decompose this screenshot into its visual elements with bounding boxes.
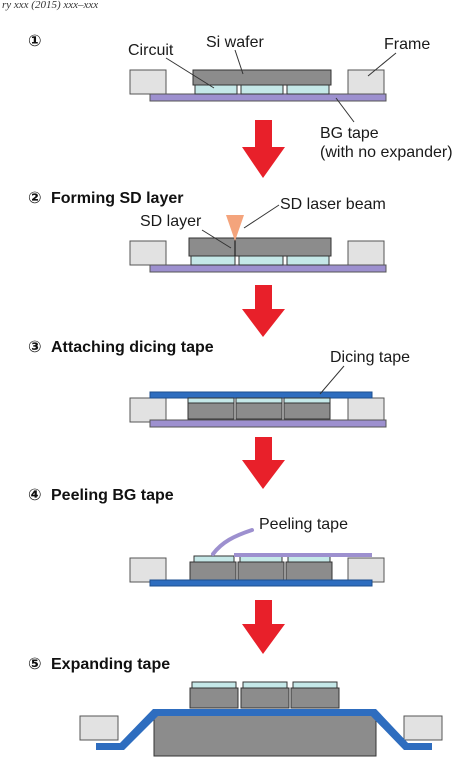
bg-tape-leader [335, 97, 355, 123]
si-wafer-label: Si wafer [206, 34, 264, 51]
arrow-down-icon [242, 600, 285, 654]
circuit-pad [283, 397, 331, 404]
step-5-title: Expanding tape [51, 656, 170, 673]
step-3: ③ Attaching dicing tape Dicing tape [28, 339, 410, 428]
circuit-pad [286, 84, 330, 95]
peeling-tape-label: Peeling tape [259, 516, 348, 533]
frame-leader [367, 52, 397, 77]
dicing-tape-label: Dicing tape [330, 349, 410, 366]
circuit-pad [238, 255, 284, 266]
circuit-pad [286, 255, 330, 266]
sd-laser-beam-icon [226, 215, 244, 241]
dicing-tape [149, 579, 373, 587]
step-4: ④ Peeling BG tape Peeling tape [28, 487, 385, 587]
frame-right [347, 240, 385, 266]
dicing-tape-leader [319, 365, 345, 395]
si-wafer [192, 69, 332, 86]
circuit-pad [194, 84, 238, 95]
step-4-title: Peeling BG tape [51, 487, 174, 504]
step-5-marker: ⑤ [28, 656, 42, 673]
frame-left [129, 557, 167, 583]
si-wafer-leader [234, 49, 244, 75]
circuit-pad [191, 681, 237, 689]
circuit-pad [240, 84, 284, 95]
sd-laser-beam-leader [243, 204, 280, 229]
frame-right [347, 397, 385, 423]
frame-right [347, 557, 385, 583]
dicing-tape [149, 391, 373, 399]
chip [235, 402, 283, 420]
frame-left [129, 397, 167, 423]
circuit-pad [242, 681, 288, 689]
arrow-down-icon [242, 437, 285, 489]
step-5: ⑤ Expanding tape [28, 656, 443, 757]
circuit-pad [193, 555, 235, 563]
bg-tape-label: BG tape [320, 125, 379, 142]
chip [285, 561, 333, 581]
frame-right [403, 715, 443, 741]
expansion-stage [153, 712, 377, 757]
circuit-leader [165, 57, 215, 89]
sd-layer-label: SD layer [140, 213, 202, 230]
frame-right [347, 69, 385, 95]
step-3-title: Attaching dicing tape [51, 339, 214, 356]
sd-laser-beam-label: SD laser beam [280, 196, 386, 213]
peeling-tape [211, 528, 254, 556]
sd-layer-leader [201, 229, 232, 249]
arrow-down-icon [242, 120, 285, 178]
frame-left [129, 240, 167, 266]
chip [237, 561, 285, 581]
chip [240, 687, 290, 709]
bg-tape [234, 553, 372, 557]
si-wafer [188, 237, 332, 257]
circuit-pad [235, 397, 283, 404]
step-2-marker: ② [28, 190, 42, 207]
frame-left [129, 69, 167, 95]
step-1-marker: ① [28, 33, 42, 50]
bg-tape [149, 419, 387, 428]
bg-tape [149, 264, 387, 273]
circuit-pad [190, 255, 236, 266]
frame-left [79, 715, 119, 741]
step-2: ② Forming SD layer SD layer SD laser bea… [28, 190, 387, 273]
step-1: ① Circuit Si wafer Frame BG tape (with n… [28, 33, 453, 161]
step-3-marker: ③ [28, 339, 42, 356]
chip [189, 687, 239, 709]
bg-tape-note: (with no expander) [320, 144, 453, 161]
bg-tape [149, 93, 387, 102]
header-text: ry xxx (2015) xxx–xxx [2, 0, 98, 11]
chip [189, 561, 237, 581]
step-2-title: Forming SD layer [51, 190, 183, 207]
chip [290, 687, 340, 709]
step-4-marker: ④ [28, 487, 42, 504]
arrow-down-icon [242, 285, 285, 337]
chip [283, 402, 331, 420]
circuit-pad [187, 397, 235, 404]
frame-label: Frame [384, 36, 430, 53]
circuit-label: Circuit [128, 42, 174, 59]
circuit-pad [292, 681, 338, 689]
chip [187, 402, 235, 420]
